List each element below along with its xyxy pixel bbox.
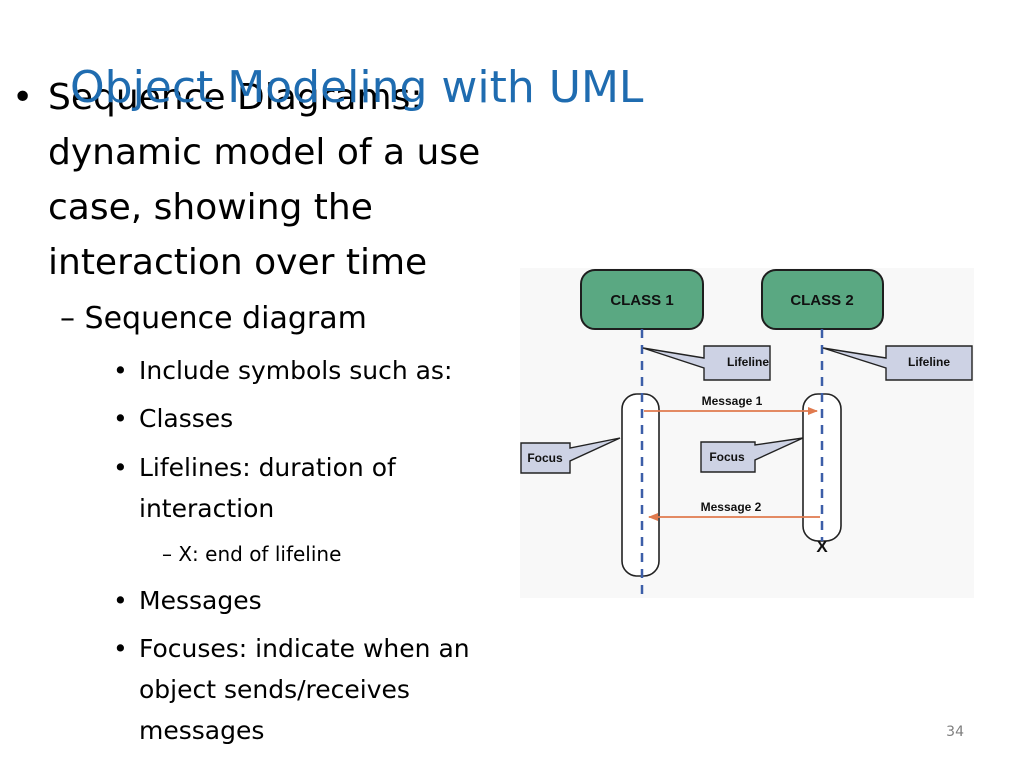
lifeline-left-label: Lifeline [727,355,769,369]
focus-callout-middle [700,437,804,473]
bullet-marker: • [113,453,128,482]
message2-label: Message 2 [701,500,762,514]
sub-bullet: – Sequence diagram [60,297,367,341]
lifeline-right-label: Lifeline [908,355,950,369]
sub-bullet-text: Sequence diagram [84,301,367,336]
bullet-marker: • [113,404,128,433]
list-item-text: Include symbols such as: [139,356,453,385]
class1-label: CLASS 1 [610,292,673,309]
list-item-text: Classes [139,404,234,433]
bullet-marker: • [12,77,34,118]
bullet-marker: • [113,356,128,385]
slide-title: Object Modeling with UML [70,62,644,113]
list-item-text: Lifelines: duration of interaction [139,453,396,523]
dash-marker: – [162,542,172,566]
sequence-diagram: CLASS 1 CLASS 2 Lifeline Lifeline Messag… [520,268,974,598]
end-of-lifeline-marker: X [816,537,828,556]
page-number: 34 [946,724,964,740]
subsub-bullet: – X: end of lifeline [162,538,341,570]
lifeline-callout-right [822,345,973,381]
lifeline-callout-left [642,345,771,381]
dash-marker: – [60,301,75,336]
bullet-marker: • [113,634,128,663]
class2-label: CLASS 2 [790,292,853,309]
list-item-text: Focuses: indicate when an object sends/r… [139,634,470,745]
focus-left-label: Focus [527,451,563,465]
focus-middle-label: Focus [709,450,745,464]
subsub-bullet-text: X: end of lifeline [178,542,342,566]
focus-bar-left [621,393,660,577]
focus-callout-left [520,437,621,474]
bullet-marker: • [113,586,128,615]
main-bullet-text: Sequence Diagrams: dynamic model of a us… [48,77,481,283]
list-item-text: Messages [139,586,262,615]
message1-label: Message 1 [702,394,763,408]
